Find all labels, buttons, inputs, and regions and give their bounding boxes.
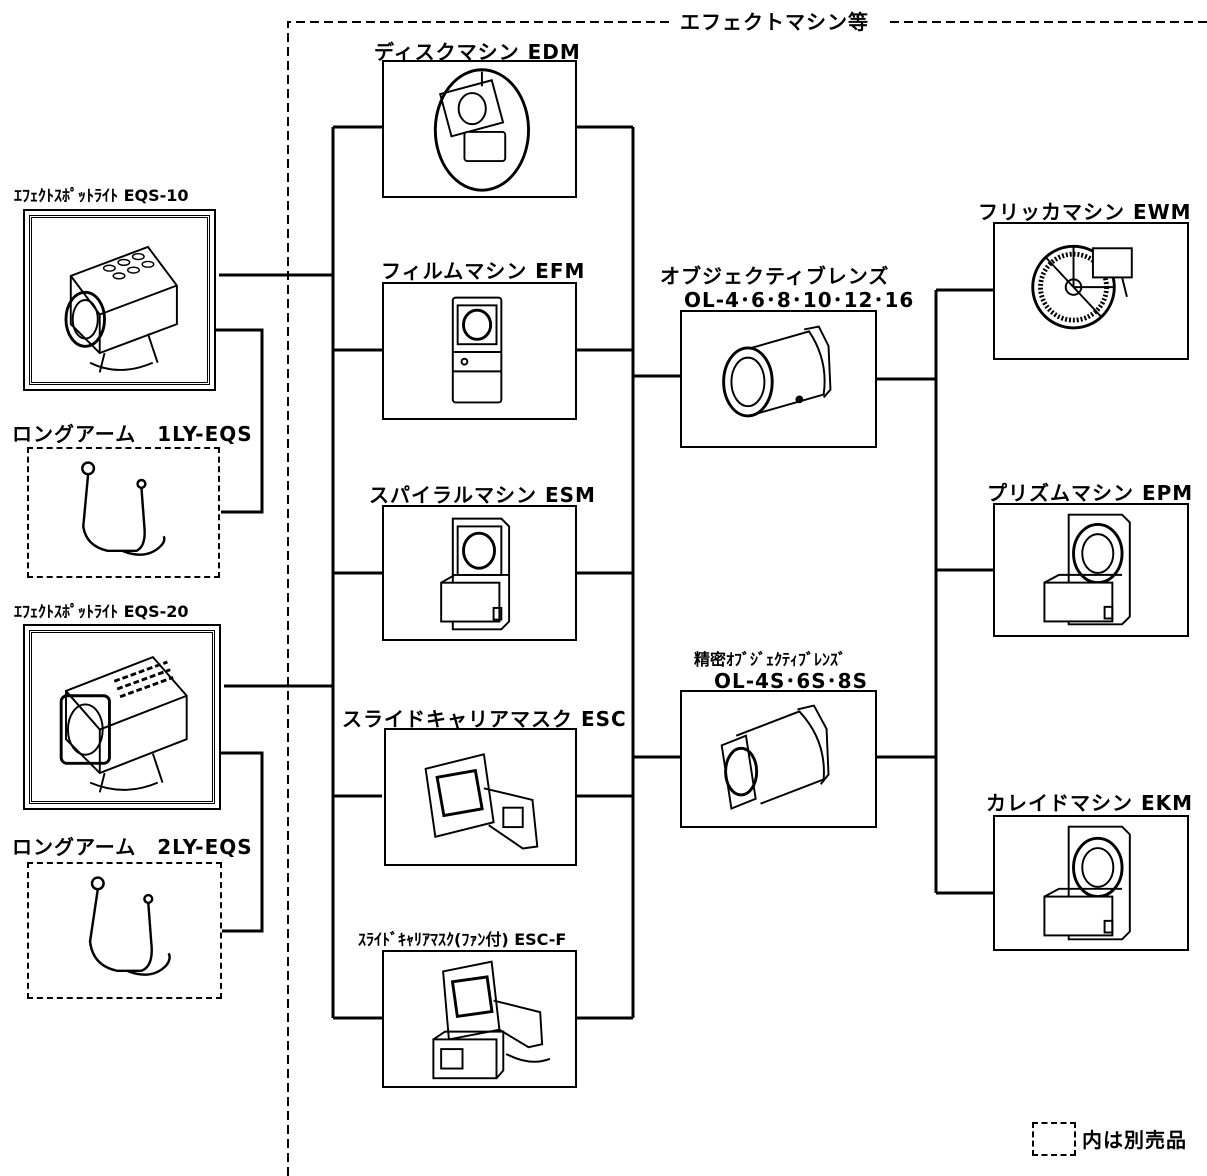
prism-machine-icon xyxy=(1043,513,1131,626)
lens-label-ol-s: 精密ｵﾌﾞｼﾞｪｸﾃｨﾌﾞﾚﾝｽﾞ xyxy=(694,650,847,669)
spotlight-icon xyxy=(64,245,178,373)
group-boundary xyxy=(287,21,672,1176)
machine-label-esc-f: ｽﾗｲﾄﾞｷｬﾘｱﾏｽｸ(ﾌｧﾝ付) ESC-F xyxy=(358,930,567,949)
slide-carrier-fan-icon xyxy=(432,960,551,1080)
lens-label-ol: オブジェクティブレンズ xyxy=(660,264,890,288)
disk-machine-icon xyxy=(433,68,530,192)
machine-label-efm: フィルムマシン EFM xyxy=(381,259,586,283)
light-label-eqs-20: ｴﾌｪｸﾄｽﾎﾟｯﾄﾗｲﾄ EQS-20 xyxy=(14,602,189,621)
machine-label-esc: スライドキャリアマスク ESC xyxy=(342,707,627,731)
arm-label-2ly-eqs: ロングアーム 2LY-EQS xyxy=(12,835,253,859)
light-box-eqs-10 xyxy=(23,209,216,391)
arm-box-1ly-eqs xyxy=(27,447,220,578)
legend-text: 内は別売品 xyxy=(1082,1128,1187,1152)
effect-label-ewm: フリッカマシン EWM xyxy=(978,200,1192,224)
effect-box-ewm xyxy=(993,222,1189,360)
machine-box-esc-f xyxy=(382,950,577,1088)
light-label-eqs-10: ｴﾌｪｸﾄｽﾎﾟｯﾄﾗｲﾄ EQS-10 xyxy=(14,186,189,205)
slide-carrier-icon xyxy=(424,753,539,850)
film-machine-icon xyxy=(451,296,503,404)
lens-sub-ol: OL-4･6･8･10･12･16 xyxy=(684,288,915,312)
effect-label-ekm: カレイドマシン EKM xyxy=(986,791,1194,815)
machine-label-edm: ディスクマシン EDM xyxy=(374,40,581,64)
effect-box-ekm xyxy=(993,815,1189,951)
long-arm-icon xyxy=(88,876,171,976)
spiral-machine-icon xyxy=(440,517,511,631)
objective-lens-icon xyxy=(722,325,832,418)
machine-label-esm: スパイラルマシン ESM xyxy=(369,483,596,507)
machine-box-esc xyxy=(384,728,577,866)
lens-sub-ol-s: OL-4S･6S･8S xyxy=(714,669,869,693)
machine-box-edm xyxy=(382,60,577,198)
lens-box-ol-s xyxy=(680,690,877,828)
effect-label-epm: プリズムマシン EPM xyxy=(987,481,1194,505)
flicker-machine-icon xyxy=(1031,244,1133,330)
light-box-eqs-20 xyxy=(23,624,221,810)
kaleido-machine-icon xyxy=(1043,825,1131,941)
spotlight-icon xyxy=(59,655,188,793)
group-title: エフェクトマシン等 xyxy=(680,10,869,34)
lens-box-ol xyxy=(680,310,877,448)
long-arm-icon xyxy=(81,461,166,556)
machine-box-efm xyxy=(382,282,577,420)
effect-box-epm xyxy=(993,503,1189,637)
machine-box-esm xyxy=(382,505,577,641)
precision-lens-icon xyxy=(720,704,830,810)
arm-box-2ly-eqs xyxy=(27,862,222,999)
legend-dashed-box xyxy=(1032,1122,1076,1156)
arm-label-1ly-eqs: ロングアーム 1LY-EQS xyxy=(12,422,253,446)
